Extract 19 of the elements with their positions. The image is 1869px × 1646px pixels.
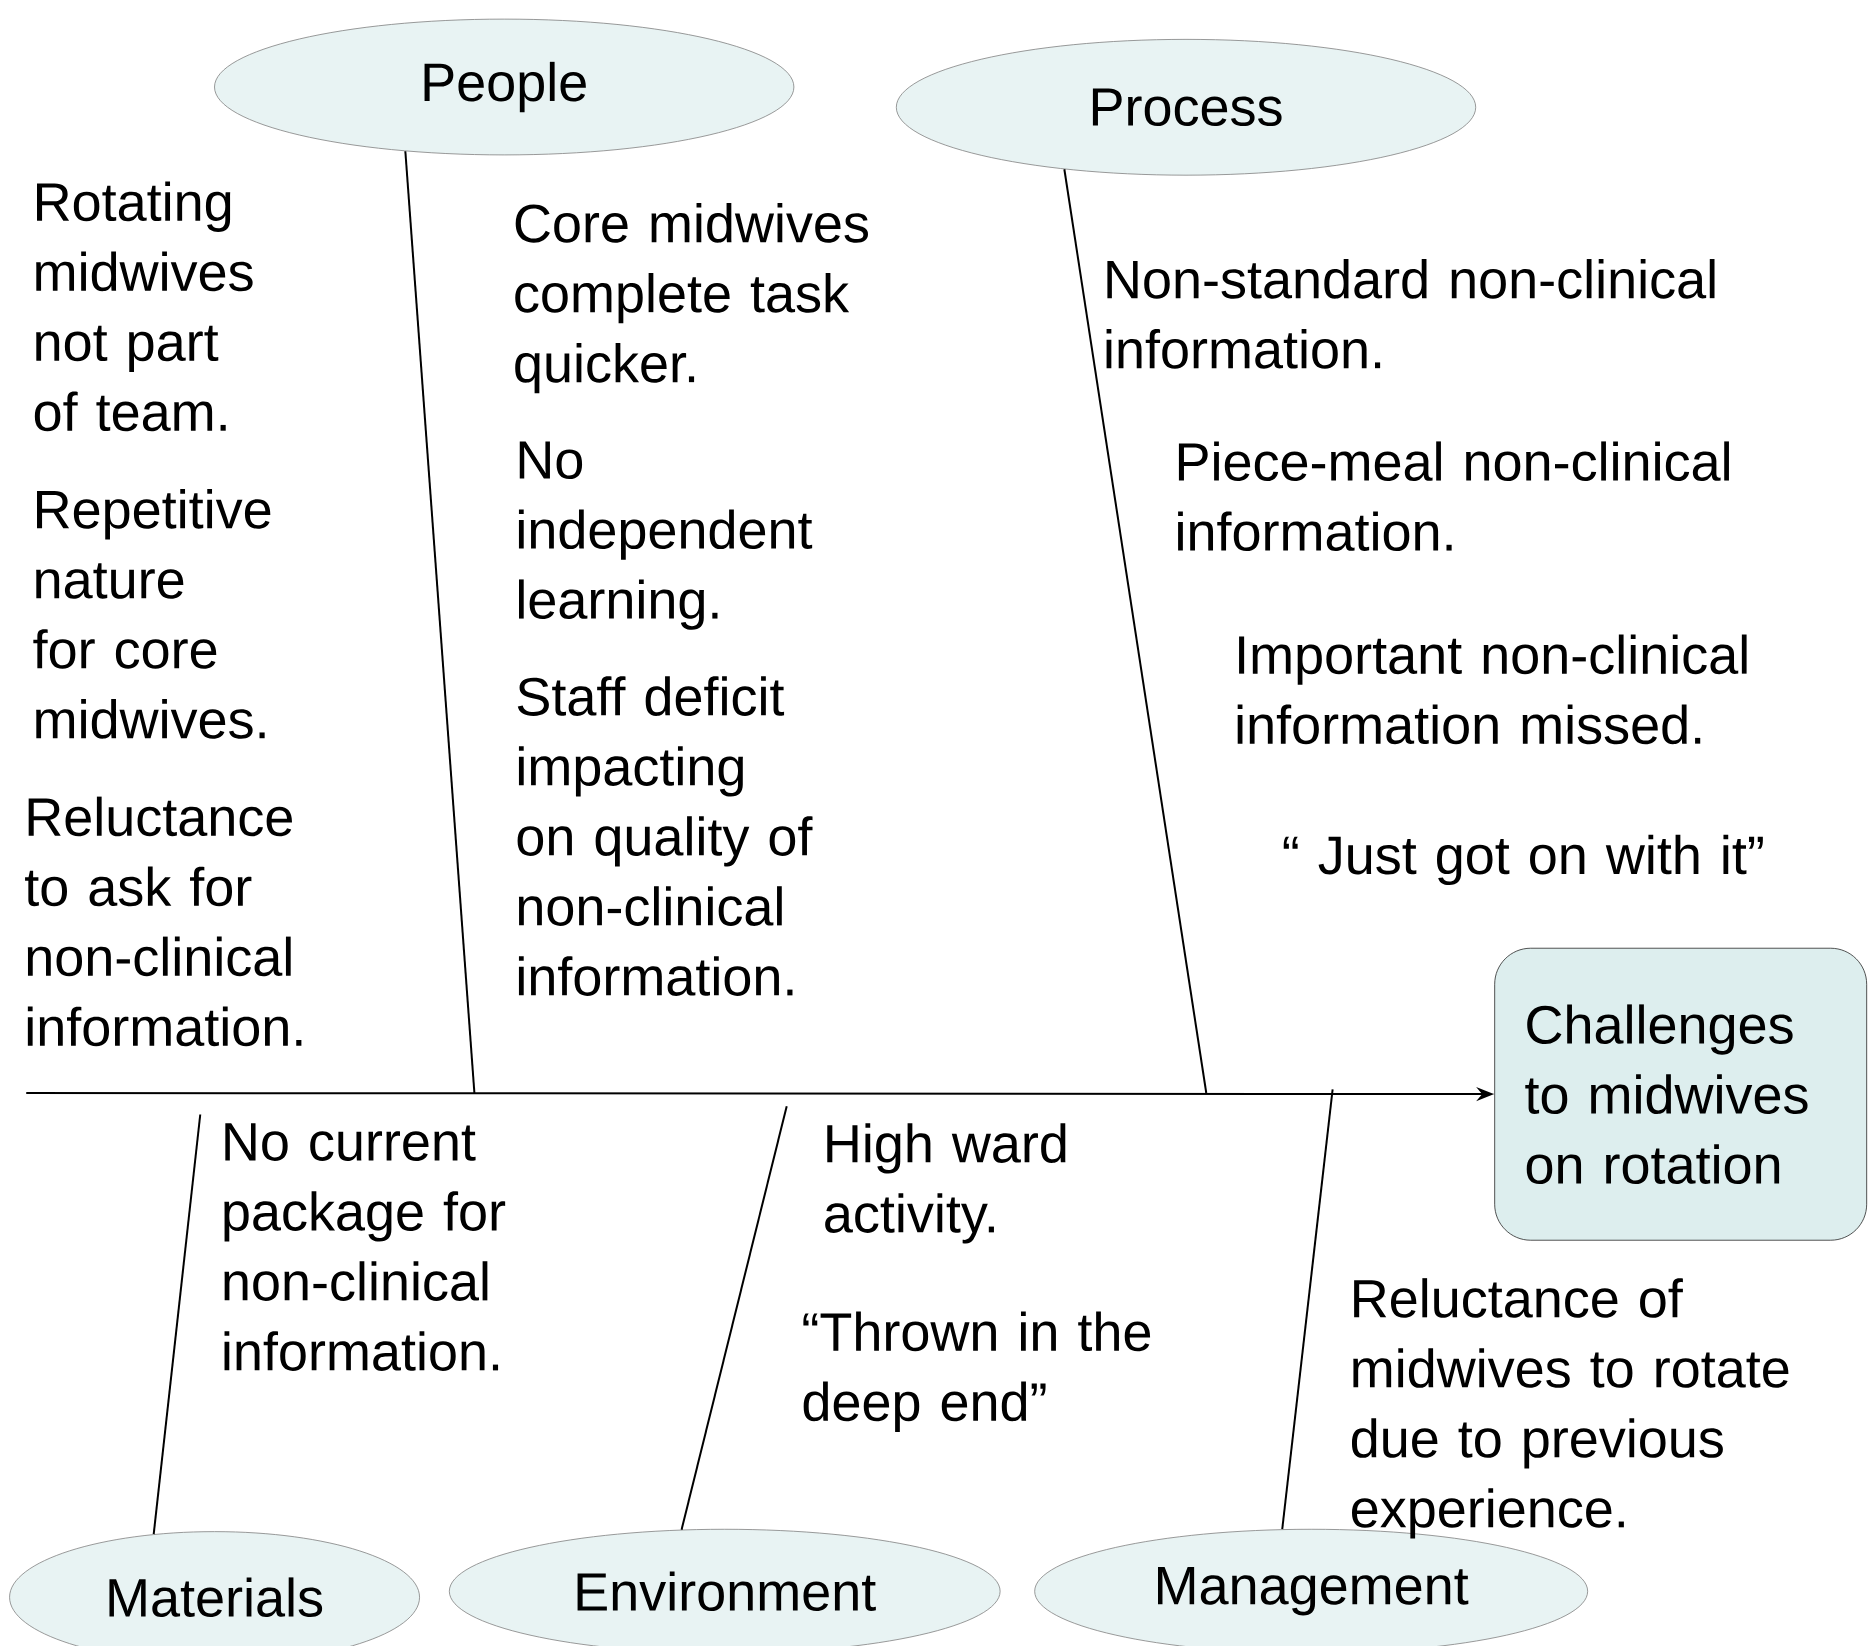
effect-box: Challenges to midwives on rotation [1494, 947, 1868, 1241]
bone-line [404, 150, 476, 1094]
cause-text: Repetitive nature for core midwives. [33, 489, 271, 739]
cause-text: Reluctance to ask for non-clinical information. [25, 796, 302, 1047]
cause-text: Core midwives complete task quicker. [515, 203, 868, 394]
cause-text: Piece-meal non-clinical information. [1178, 441, 1729, 552]
cause-text: No independent learning. [518, 441, 813, 630]
bone-line [152, 1113, 202, 1536]
cause-text: Non-standard non-clinical information. [1106, 259, 1715, 369]
cause-text: Staff deficit impacting on quality of non-clinical information. [517, 676, 813, 996]
cause-text: Rotating midwives not part of team. [34, 181, 253, 432]
bone-line [1063, 168, 1208, 1094]
cause-text: “ Just got on with it” [1283, 834, 1763, 886]
cause-text: High ward activity. [825, 1123, 1066, 1244]
cause-text: Important non-clinical information missed. [1237, 634, 1747, 745]
bone-line [680, 1105, 788, 1531]
cause-text: “Thrown in the deep end” [803, 1311, 1151, 1432]
bone-line [1281, 1088, 1334, 1531]
cause-text: No current package for non-clinical information. [224, 1123, 506, 1371]
